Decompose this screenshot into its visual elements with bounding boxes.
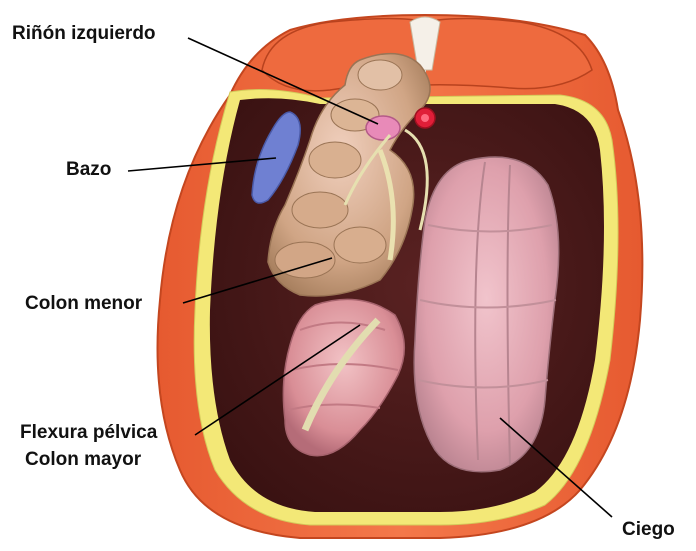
label-rinon-izquierdo: Riñón izquierdo	[12, 23, 156, 45]
cecum	[414, 157, 559, 472]
label-ciego: Ciego	[622, 519, 675, 541]
aorta-lumen	[421, 114, 429, 122]
label-colon-menor: Colon menor	[25, 293, 142, 315]
label-colon-mayor: Colon mayor	[25, 449, 141, 471]
label-bazo: Bazo	[66, 159, 111, 181]
left-kidney	[366, 116, 400, 140]
label-flexura-pelvica: Flexura pélvica	[20, 422, 157, 444]
